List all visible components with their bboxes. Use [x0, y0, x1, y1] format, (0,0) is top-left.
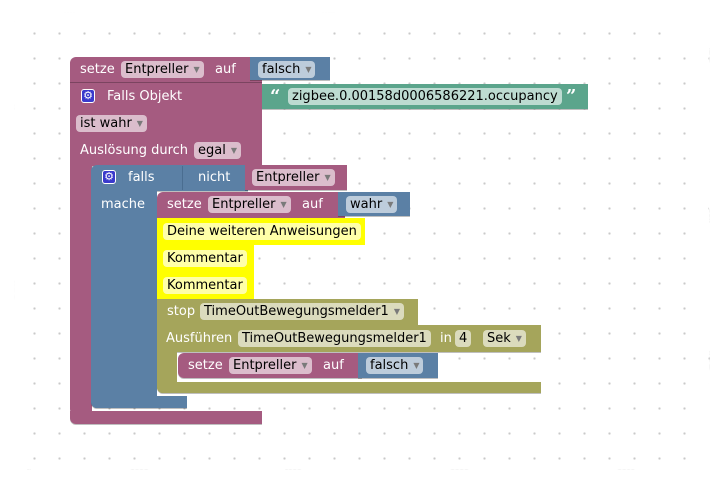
- timer-value: TimeOutBewegungsmelder1: [204, 304, 389, 319]
- on-object-title: Falls Objekt: [107, 89, 183, 104]
- trigger-dropdown[interactable]: egal ▼: [194, 142, 241, 159]
- dropdown-arrow-icon: ▼: [136, 119, 143, 128]
- unit-value: Sek: [487, 331, 511, 346]
- gear-icon[interactable]: ⚙: [81, 89, 95, 103]
- do-label: mache: [101, 197, 146, 212]
- setze-label: setze: [167, 197, 202, 212]
- variable-dropdown[interactable]: Entpreller ▼: [208, 196, 291, 213]
- dropdown-arrow-icon: ▼: [413, 361, 420, 370]
- dropdown-arrow-icon: ▼: [324, 173, 331, 182]
- auf-label: auf: [323, 358, 344, 373]
- boolean-value: falsch: [370, 358, 409, 373]
- timer-dropdown[interactable]: TimeOutBewegungsmelder1 ▼: [200, 303, 404, 320]
- not-variable-dropdown[interactable]: Entpreller ▼: [252, 169, 335, 186]
- on-object-bottom-bar: [70, 411, 262, 424]
- close-quote-icon: ”: [566, 86, 577, 107]
- boolean-value: falsch: [262, 62, 301, 77]
- boolean-value: wahr: [350, 197, 383, 212]
- if-block[interactable]: [91, 165, 248, 191]
- not-variable-value: Entpreller: [256, 170, 320, 185]
- setze-label: setze: [188, 358, 223, 373]
- delay-field[interactable]: 4: [455, 330, 472, 347]
- unit-dropdown[interactable]: Sek ▼: [483, 330, 526, 347]
- comment-text[interactable]: Kommentar: [163, 277, 247, 294]
- variable-dropdown[interactable]: Entpreller ▼: [121, 61, 204, 78]
- if-block-bottom-bar: [91, 396, 187, 408]
- dropdown-arrow-icon: ▼: [301, 361, 308, 370]
- gear-icon[interactable]: ⚙: [102, 170, 116, 184]
- on-object-left-rail: [70, 160, 92, 415]
- comment-text[interactable]: Kommentar: [163, 250, 247, 267]
- comment-text[interactable]: Deine weiteren Anweisungen: [163, 223, 361, 240]
- variable-value: Entpreller: [212, 197, 276, 212]
- run-timeout-bottom-bar: [157, 382, 541, 393]
- trigger-value: egal: [198, 143, 226, 158]
- not-block-divider: [182, 166, 183, 190]
- if-label: falls: [128, 170, 155, 185]
- auf-label: auf: [302, 197, 323, 212]
- dropdown-arrow-icon: ▼: [305, 65, 312, 74]
- variable-value: Entpreller: [233, 358, 297, 373]
- dropdown-arrow-icon: ▼: [387, 200, 394, 209]
- condition-dropdown[interactable]: ist wahr ▼: [76, 115, 147, 132]
- boolean-dropdown[interactable]: wahr ▼: [346, 196, 398, 213]
- boolean-dropdown[interactable]: falsch ▼: [366, 357, 424, 374]
- run-label: Ausführen: [166, 331, 233, 346]
- stop-label: stop: [167, 304, 196, 319]
- not-label: nicht: [198, 170, 231, 185]
- boolean-dropdown[interactable]: falsch ▼: [258, 61, 316, 78]
- variable-dropdown[interactable]: Entpreller ▼: [229, 357, 312, 374]
- dropdown-arrow-icon: ▼: [230, 146, 237, 155]
- timer-name-field[interactable]: TimeOutBewegungsmelder1: [238, 330, 431, 347]
- dropdown-arrow-icon: ▼: [280, 200, 287, 209]
- setze-label: setze: [80, 62, 115, 77]
- dropdown-arrow-icon: ▼: [193, 65, 200, 74]
- condition-value: ist wahr: [80, 116, 132, 131]
- variable-value: Entpreller: [125, 62, 189, 77]
- auf-label: auf: [215, 62, 236, 77]
- dropdown-arrow-icon: ▼: [393, 307, 400, 316]
- object-id-field[interactable]: zigbee.0.00158d0006586221.occupancy: [288, 88, 562, 105]
- trigger-label: Auslösung durch: [80, 143, 189, 158]
- open-quote-icon: “: [270, 86, 281, 107]
- in-label: in: [440, 331, 452, 346]
- dropdown-arrow-icon: ▼: [515, 334, 522, 343]
- if-block-left-rail: [91, 190, 157, 408]
